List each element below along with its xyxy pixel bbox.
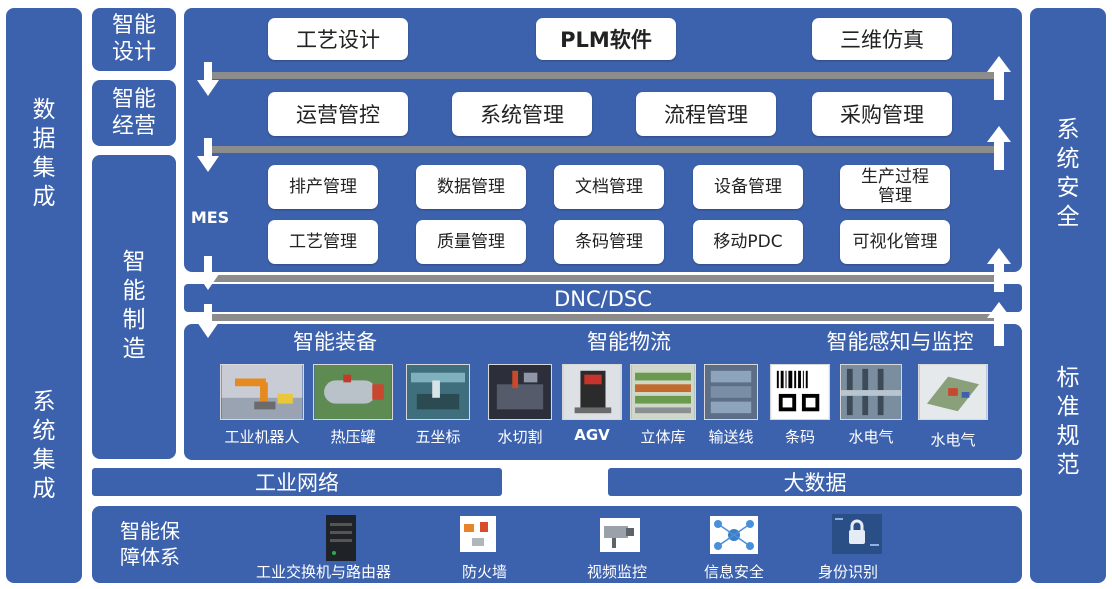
support-caption-video: 视频监控 [587,563,648,581]
operation-row-label-box [92,80,176,146]
design-item-plm[interactable]: PLM软件 [536,18,676,60]
right-side-panel [1030,8,1106,583]
mes-label: MES [190,208,230,227]
manufacture-row-label-text: 智能制造 [122,249,146,362]
dnc-band [184,284,1022,312]
firewall-icon [460,516,496,552]
up-arrow-icon [987,56,1011,100]
five-axis-image [406,364,470,420]
dnc-label: DNC/DSC [554,287,652,311]
support-caption-infosec: 信息安全 [704,563,765,581]
design-row-label-text: 智能设计 [111,13,156,65]
down-arrow-icon [197,62,219,96]
identity-lock-icon [832,514,882,554]
design-item-3d-simulation[interactable]: 三维仿真 [812,18,952,60]
down-arrow-icon [197,304,219,338]
operation-row-label: 智能经营 [106,86,162,140]
router-icon [326,515,356,561]
mes-item-craft-mgmt[interactable]: 工艺管理 [268,220,378,264]
data-integration-label: 数据集成 [6,96,82,212]
equip-caption-agv: AGV [574,426,610,444]
operation-item-ops-control[interactable]: 运营管控 [268,92,408,136]
down-arrow-icon [197,256,219,290]
mes-item-data-mgmt[interactable]: 数据管理 [416,165,526,209]
equip-caption-utilities-2: 水电气 [930,431,976,449]
up-arrow-icon [987,302,1011,346]
equip-caption-five-axis: 五坐标 [415,428,461,446]
left-side-panel [6,8,82,583]
agv-image [562,364,622,420]
operation-item-system-mgmt[interactable]: 系统管理 [452,92,592,136]
support-label-text: 智能保障体系 [120,519,180,569]
down-arrow-icon [197,138,219,172]
waterjet-image [488,364,552,420]
manufacture-row-label-box [92,155,176,459]
support-caption-firewall: 防火墙 [462,563,508,581]
equip-header-monitoring: 智能感知与监控 [826,330,974,354]
equip-caption-waterjet: 水切割 [497,428,543,446]
robot-image [220,364,304,420]
mes-item-quality-mgmt[interactable]: 质量管理 [416,220,526,264]
manufacture-row-label: 智能制造 [92,248,176,364]
up-arrow-icon [987,126,1011,170]
autoclave-image [313,364,393,420]
mes-item-barcode-mgmt[interactable]: 条码管理 [554,220,664,264]
equip-header-logistics: 智能物流 [587,330,671,354]
support-caption-identity: 身份识别 [818,563,879,581]
utilities-monitor-image [918,364,988,420]
system-security-text: 系统安全 [1056,117,1080,230]
standard-spec-text: 标准规范 [1056,365,1080,478]
flow-bar-3 [204,275,998,282]
network-security-icon [710,516,758,554]
data-integration-text: 数据集成 [32,97,56,210]
support-label: 智能保障体系 [112,518,188,570]
barcode-image [770,364,830,420]
mes-item-equipment-mgmt[interactable]: 设备管理 [693,165,803,209]
standard-spec-label: 标准规范 [1030,364,1106,480]
system-integration-label: 系统集成 [6,388,82,504]
flow-bar-4 [204,314,998,321]
support-caption-router: 工业交换机与路由器 [256,563,392,581]
warehouse-image [630,364,696,420]
system-integration-text: 系统集成 [32,389,56,502]
equip-caption-warehouse: 立体库 [640,428,686,446]
conveyor-image [704,364,758,420]
camera-icon [600,518,640,552]
mes-item-mobile-pdc[interactable]: 移动PDC [693,220,803,264]
design-row-label: 智能设计 [106,12,162,66]
industrial-network-bar: 工业网络 [92,468,502,496]
mes-item-doc-mgmt[interactable]: 文档管理 [554,165,664,209]
big-data-bar: 大数据 [608,468,1022,496]
system-security-label: 系统安全 [1030,116,1106,232]
flow-bar-2 [204,146,998,153]
design-row-label-box [92,8,176,71]
operation-row-label-text: 智能经营 [111,87,156,139]
mes-item-scheduling[interactable]: 排产管理 [268,165,378,209]
up-arrow-icon [987,248,1011,292]
equip-caption-conveyor: 输送线 [708,428,754,446]
flow-bar-1 [204,72,998,79]
operation-item-purchase-mgmt[interactable]: 采购管理 [812,92,952,136]
equip-header-equipment: 智能装备 [293,330,377,354]
equip-caption-autoclave: 热压罐 [330,428,376,446]
mes-item-visualization[interactable]: 可视化管理 [840,220,950,264]
equip-caption-utilities: 水电气 [848,428,894,446]
equip-caption-robot: 工业机器人 [224,428,300,446]
equip-caption-barcode: 条码 [784,428,815,446]
mes-item-production-process[interactable]: 生产过程管理 [840,165,950,209]
support-panel [92,506,1022,583]
design-item-process-design[interactable]: 工艺设计 [268,18,408,60]
operation-item-process-mgmt[interactable]: 流程管理 [636,92,776,136]
utilities-image [840,364,902,420]
